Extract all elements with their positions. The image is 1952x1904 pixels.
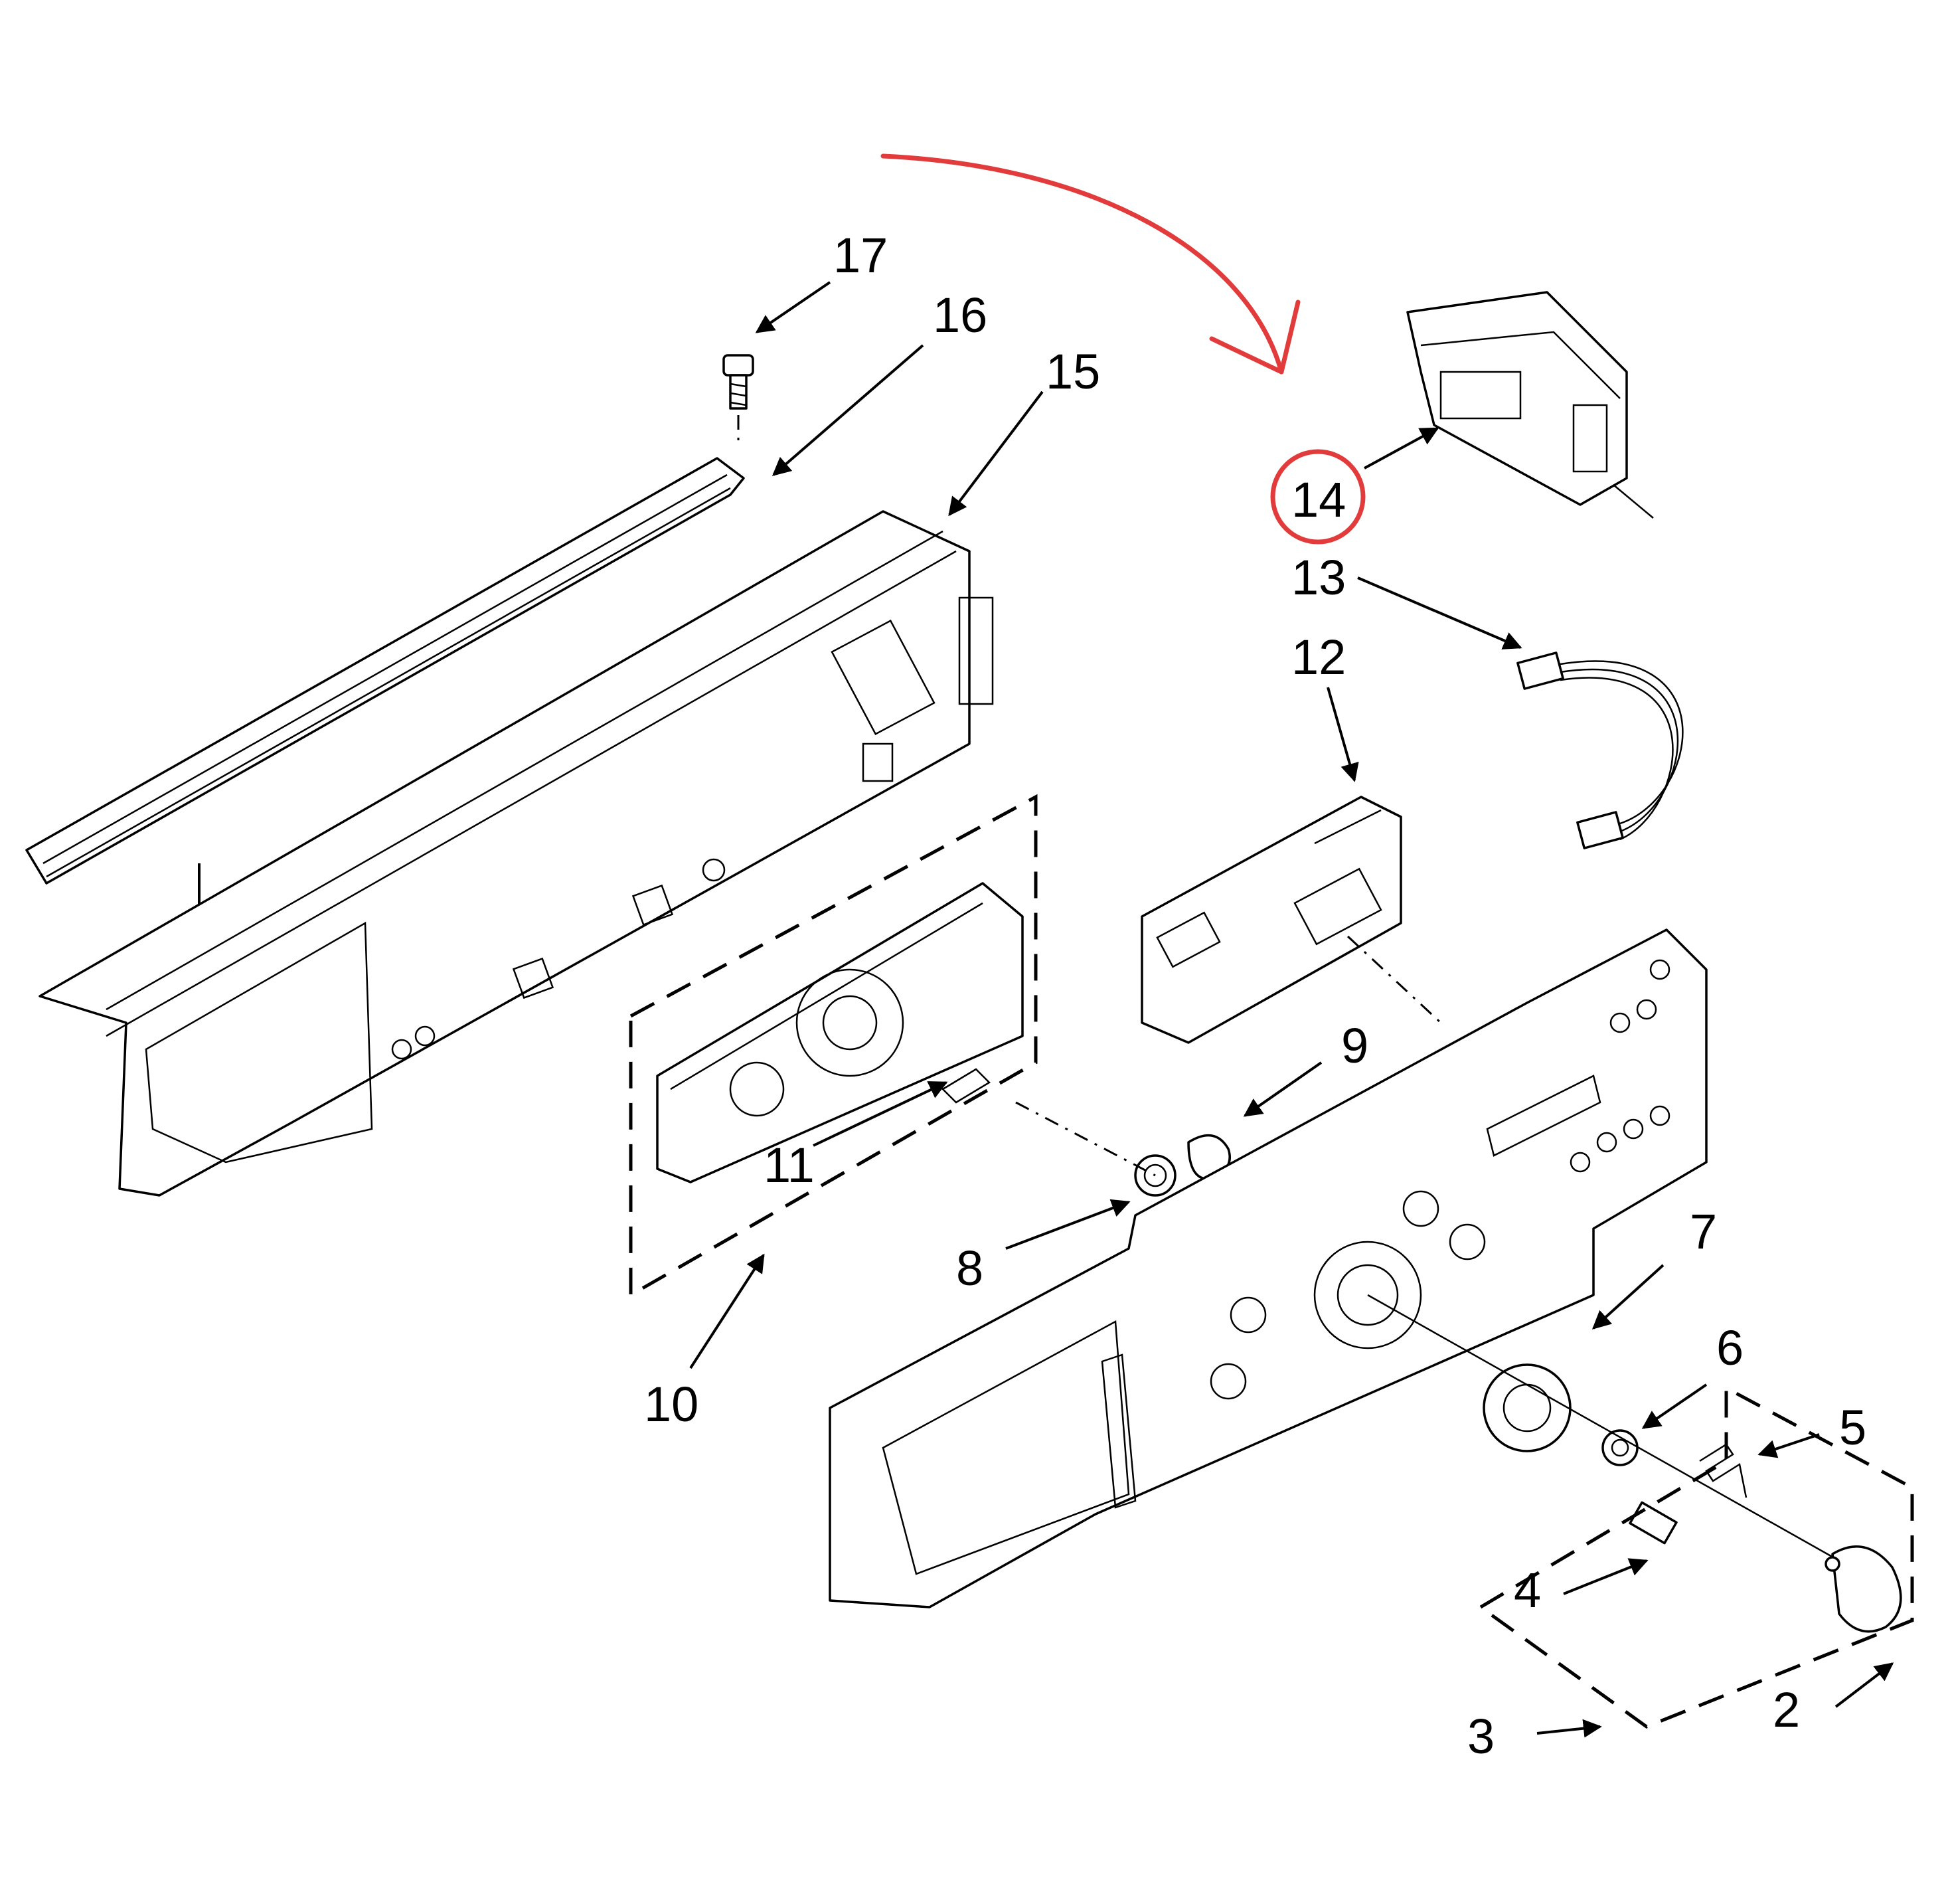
ui-board-part-12 xyxy=(1141,796,1402,1044)
group-box-part-3 xyxy=(1479,1385,1914,1729)
callout-4: 4 xyxy=(1514,1563,1541,1618)
callout-6: 6 xyxy=(1716,1320,1744,1375)
control-module-part-14 xyxy=(1406,291,1654,519)
callout-13: 13 xyxy=(1291,550,1346,605)
callout-2: 2 xyxy=(1773,1682,1800,1737)
highlight-arrowhead xyxy=(1209,300,1301,375)
small-gear-part-6 xyxy=(1601,1429,1639,1466)
callout-16: 16 xyxy=(933,288,987,343)
highlight-annotation xyxy=(880,153,1366,545)
wire-harness-part-13 xyxy=(1516,651,1684,849)
callout-numbers: 2 3 4 5 6 7 8 9 10 11 12 13 14 15 16 17 xyxy=(644,228,1866,1764)
highlight-circle xyxy=(1270,449,1366,545)
assembly-axis-lines xyxy=(1015,935,1840,1562)
group-box-part-10 xyxy=(629,794,1038,1298)
highlight-arrow xyxy=(880,153,1284,375)
switch-part-4 xyxy=(1629,1501,1678,1545)
callout-10: 10 xyxy=(644,1377,698,1432)
callout-5: 5 xyxy=(1839,1400,1866,1455)
callout-8: 8 xyxy=(956,1241,983,1296)
rear-panel-part-15 xyxy=(39,510,994,1197)
callout-11: 11 xyxy=(764,1138,815,1193)
callout-9: 9 xyxy=(1341,1018,1368,1073)
callout-leaders xyxy=(689,281,1894,1738)
callout-17: 17 xyxy=(833,228,888,283)
top-rail-part-16 xyxy=(25,457,745,910)
callout-7: 7 xyxy=(1690,1204,1717,1259)
console-panel xyxy=(829,928,1708,1608)
callout-12: 12 xyxy=(1291,630,1346,685)
screw-part-17 xyxy=(722,354,754,445)
knob-part-2 xyxy=(1825,1545,1902,1633)
callout-3: 3 xyxy=(1467,1709,1495,1764)
callout-15: 15 xyxy=(1046,344,1100,399)
control-board-part-11 xyxy=(656,882,1024,1183)
callout-14: 14 xyxy=(1291,472,1346,527)
selector-ring-part-7 xyxy=(1483,1363,1572,1452)
